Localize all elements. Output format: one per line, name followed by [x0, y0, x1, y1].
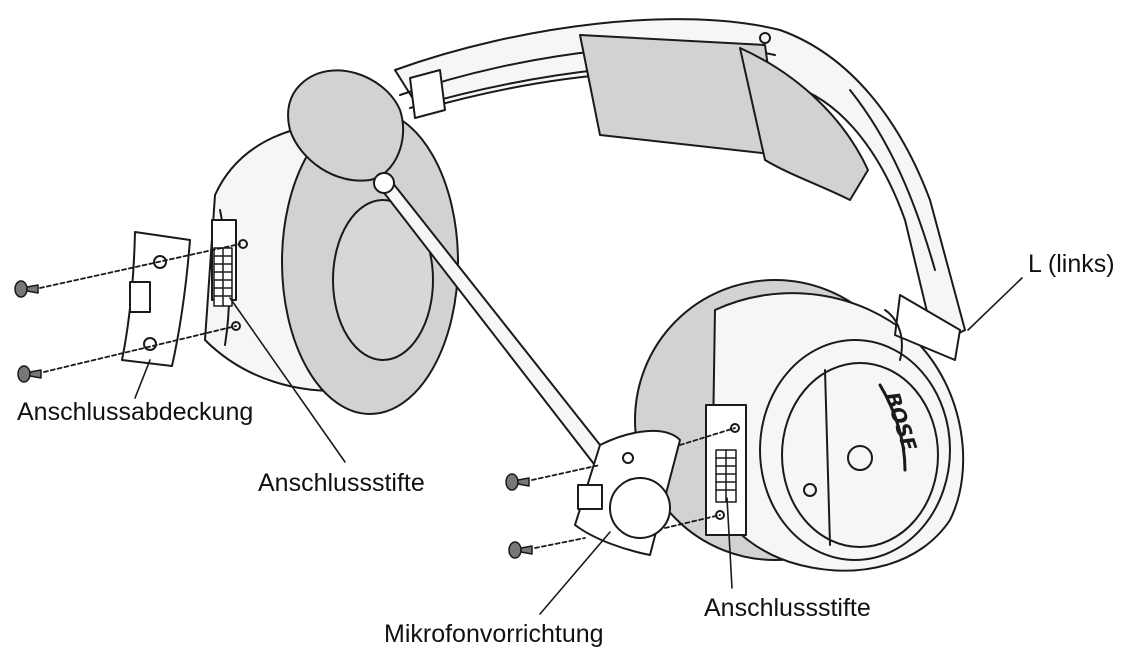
- label-mic-assembly: Mikrofonvorrichtung: [384, 620, 604, 648]
- right-earcup: BOSE: [634, 279, 965, 572]
- left-connector-pins: [213, 247, 233, 307]
- screw-right-top: [505, 473, 530, 491]
- label-connector-pins-right: Anschlussstifte: [704, 594, 871, 622]
- leader-links: [967, 277, 1023, 331]
- label-left-side: L (links): [1028, 250, 1115, 278]
- leader-pins-right: [726, 497, 733, 589]
- assembly-dash-lines-right: [531, 427, 736, 549]
- label-connector-pins-left: Anschlussstifte: [258, 469, 425, 497]
- leader-pins-left: [229, 297, 346, 463]
- screw-left-top: [14, 280, 39, 298]
- left-earcup: [204, 109, 459, 415]
- microphone-connector-housing: [574, 429, 681, 556]
- label-port-cover: Anschlussabdeckung: [17, 398, 254, 426]
- screw-left-bottom: [17, 365, 42, 383]
- assembly-dash-lines-left: [39, 243, 241, 373]
- leader-lines: [134, 277, 1023, 615]
- right-connector-pins: [715, 449, 737, 503]
- leader-mic: [539, 531, 611, 615]
- headband-pad-2: [739, 47, 869, 201]
- leader-cover: [134, 359, 151, 399]
- screw-right-bottom: [508, 541, 533, 559]
